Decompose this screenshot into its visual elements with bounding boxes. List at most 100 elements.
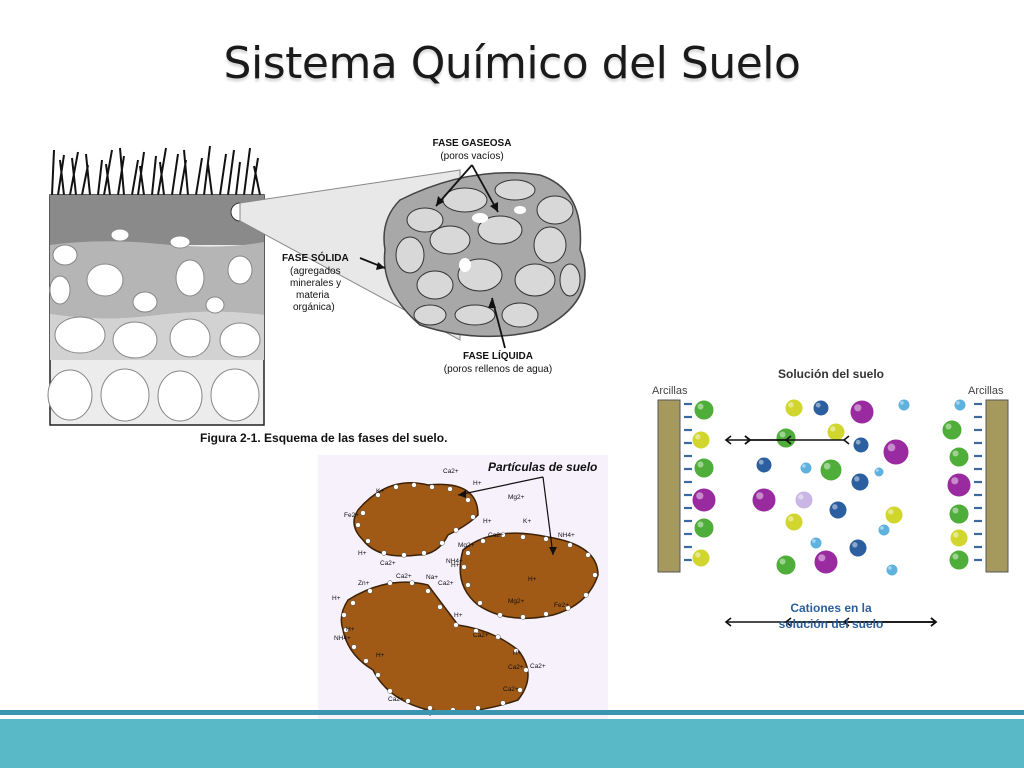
ion-label: Zn+ [358, 580, 370, 587]
surface-charge [543, 611, 549, 617]
surface-charge [470, 514, 476, 520]
surface-charge [375, 672, 381, 678]
right-clay-plate [985, 399, 1009, 573]
ion-label: NH4+ [446, 558, 463, 565]
ion-label: Mg2+ [508, 494, 525, 501]
ion-mg [691, 548, 711, 568]
surface-charge [343, 627, 349, 633]
soil-particle [340, 581, 529, 713]
zoomed-aggregate [383, 172, 586, 338]
ion-small [953, 398, 967, 412]
ion-ca [693, 517, 715, 539]
surface-charge [425, 588, 431, 594]
ion-label: H+ [483, 518, 492, 525]
exchange-arrow [842, 617, 938, 627]
ion-small [897, 398, 911, 412]
gas-phase-note: (poros vacíos) [440, 151, 503, 162]
ion-label: Na+ [426, 574, 438, 581]
solid-phase-note-2: minerales y [290, 278, 341, 289]
surface-charge [480, 538, 486, 544]
surface-charge [453, 622, 459, 628]
ion-ca [775, 427, 797, 449]
surface-charge [439, 540, 445, 546]
ion-label: Mg2+ [458, 542, 475, 549]
ion-label: Ca2+ [438, 580, 454, 587]
ion-k [882, 438, 910, 466]
soil-phases-figure: FASE GASEOSA (poros vacíos) FASE SÓLIDA … [40, 130, 600, 450]
ion-small [885, 563, 899, 577]
ion-ca [948, 446, 970, 468]
solid-phase-note-4: orgánica) [293, 302, 335, 313]
surface-charge [513, 648, 519, 654]
surface-charge [447, 486, 453, 492]
ion-label: Fe2+ [344, 512, 359, 519]
ion-label: H+ [376, 652, 385, 659]
ion-label: Ca2+ [396, 573, 412, 580]
ion-label: K+ [376, 488, 384, 495]
surface-charge [409, 580, 415, 586]
particles-title: Partículas de suelo [488, 460, 597, 474]
ion-mg [784, 398, 804, 418]
ion-small [873, 466, 885, 478]
ion-mg [826, 422, 846, 442]
surface-charge [411, 482, 417, 488]
ion-anion [755, 456, 773, 474]
ion-anion [828, 500, 848, 520]
footer-band [0, 719, 1024, 768]
surface-charge [517, 687, 523, 693]
ion-anion [852, 436, 870, 454]
ion-ca [941, 419, 963, 441]
ion-label: Ca2+ [530, 663, 546, 670]
soil-phases-diagram: FASE GASEOSA (poros vacíos) FASE SÓLIDA … [47, 138, 586, 445]
ion-label: Ca2+ [503, 686, 519, 693]
ion-small [877, 523, 891, 537]
footer-accent-line [0, 710, 1024, 715]
liquid-phase-label: FASE LÍQUIDA [463, 349, 533, 362]
phases-figure-caption: Figura 2-1. Esquema de las fases del sue… [200, 431, 447, 445]
ion-small [809, 536, 823, 550]
surface-charge [341, 612, 347, 618]
soil-particles-figure: Partículas de suelo Ca2+ H+ K+ Mg2+ Fe2+ NH4+… [318, 455, 608, 720]
exchange-arrow [744, 435, 850, 445]
surface-charge [367, 588, 373, 594]
ion-label: Ca2+ [473, 632, 489, 639]
ion-label: K+ [523, 518, 531, 525]
ion-ca [948, 549, 970, 571]
ion-mg [784, 512, 804, 532]
surface-charge [365, 538, 371, 544]
ion-label: Ca2+ [380, 560, 396, 567]
gas-phase-label: FASE GASEOSA [433, 138, 512, 149]
ion-anion [850, 472, 870, 492]
liquid-phase-note: (poros rellenos de agua) [444, 364, 552, 375]
left-clay-label: Arcillas [652, 385, 688, 397]
surface-charge [387, 688, 393, 694]
ion-label: H+ [358, 550, 367, 557]
soil-solution-diagram: Solución del suelo Arcillas Arcillas Cat… [652, 367, 1009, 631]
ion-label: Ca2+ [488, 532, 504, 539]
surface-charge [465, 582, 471, 588]
surface-charge [453, 527, 459, 533]
right-clay-label: Arcillas [968, 385, 1004, 397]
ion-label: H+ [473, 480, 482, 487]
ion-na [794, 490, 814, 510]
ion-mg [691, 430, 711, 450]
ion-mg [949, 528, 969, 548]
surface-charge [465, 497, 471, 503]
surface-charge [363, 658, 369, 664]
surface-charge [520, 614, 526, 620]
soil-particles-diagram: Partículas de suelo Ca2+ H+ K+ Mg2+ Fe2+ NH4+… [332, 460, 599, 717]
surface-charge [360, 510, 366, 516]
ion-k [946, 472, 972, 498]
surface-charge [473, 628, 479, 634]
ion-k [691, 487, 717, 513]
left-clay-plate [657, 399, 681, 573]
ion-anion [812, 399, 830, 417]
ion-ca [775, 554, 797, 576]
surface-charge [421, 550, 427, 556]
ion-ca [819, 458, 843, 482]
surface-charge [500, 700, 506, 706]
ion-small [799, 461, 813, 475]
grass-icon [51, 145, 261, 196]
deep-layer [50, 311, 264, 360]
solution-caption-2: solución del suelo [779, 617, 884, 631]
